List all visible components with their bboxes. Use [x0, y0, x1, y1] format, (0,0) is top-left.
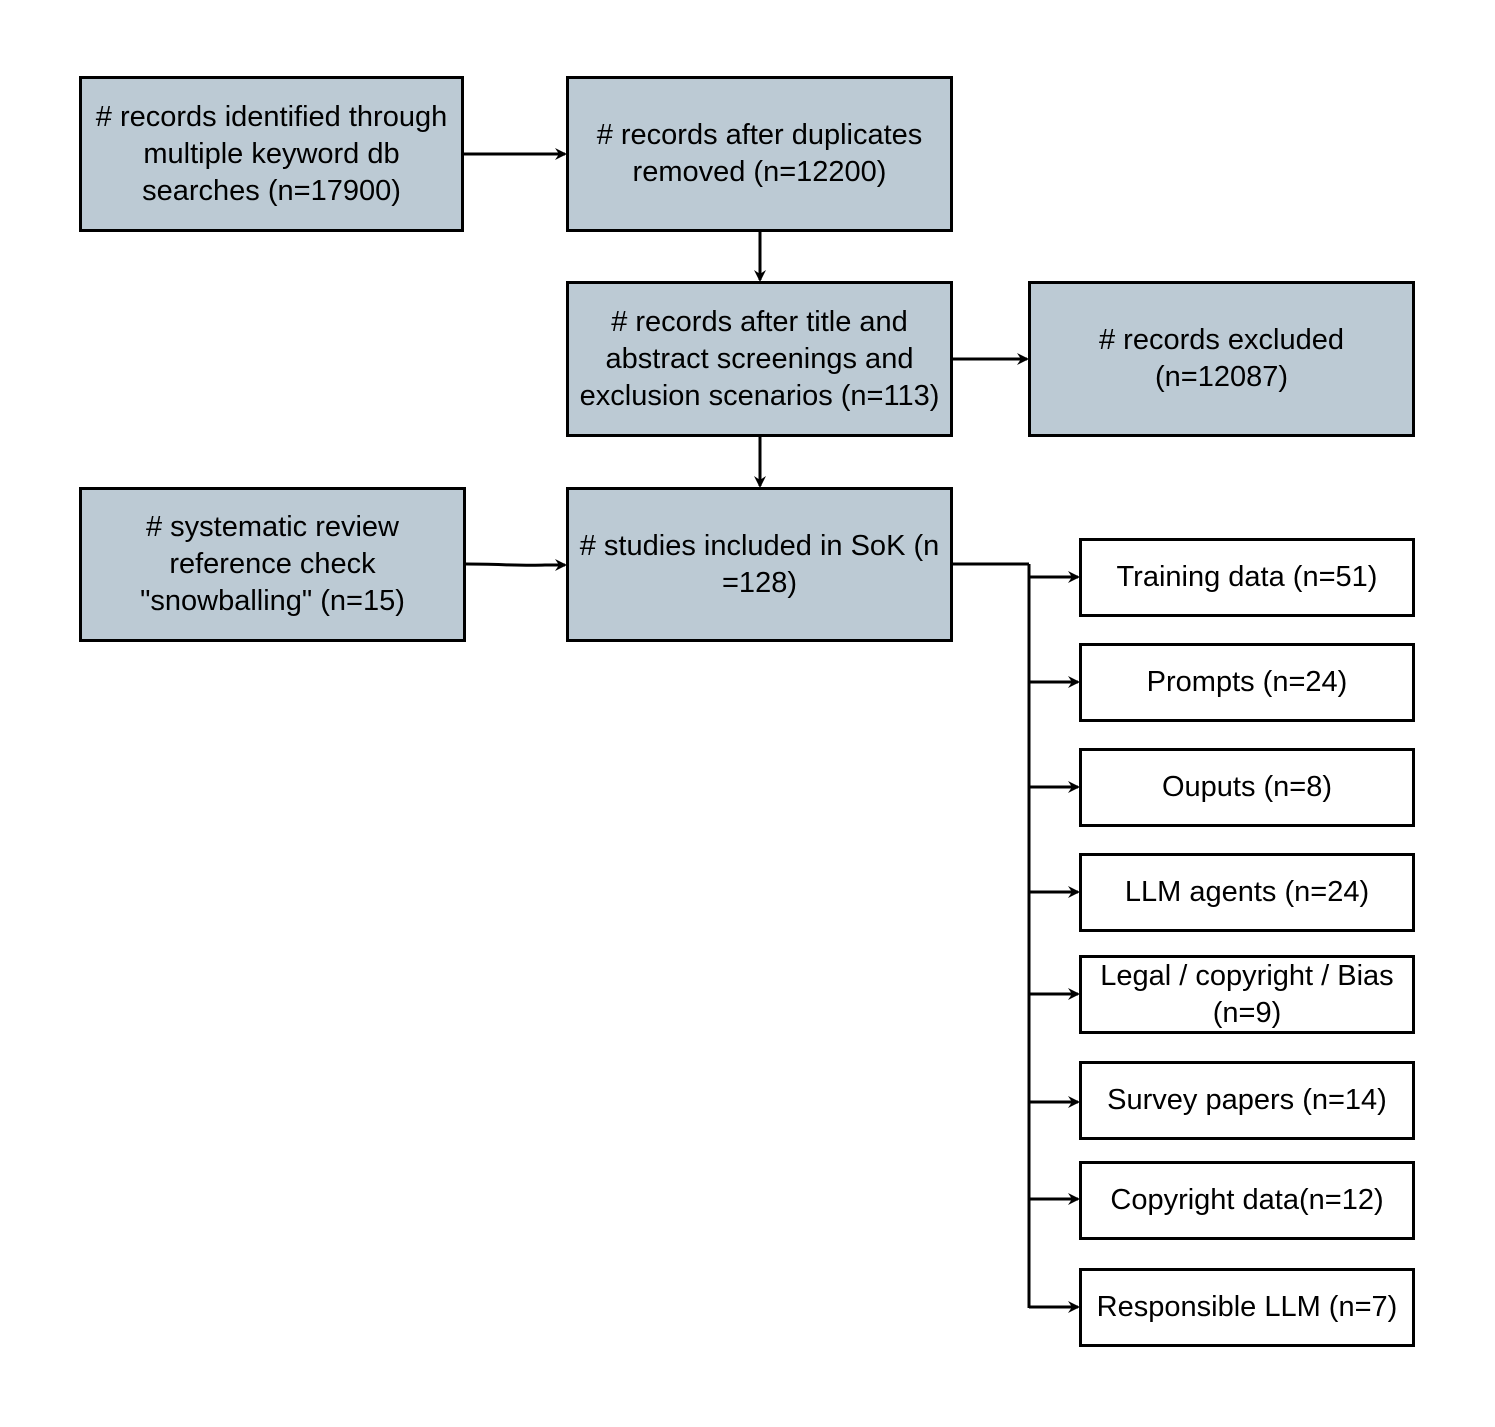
category-box-survey-papers: Survey papers (n=14)	[1079, 1061, 1415, 1140]
studies-included-label: # studies included in SoK (n =128)	[579, 529, 940, 599]
records-excluded-box: # records excluded (n=12087)	[1028, 281, 1415, 437]
records-screened-box: # records after title and abstract scree…	[566, 281, 953, 437]
category-box-outputs: Ouputs (n=8)	[1079, 748, 1415, 827]
category-label: Training data (n=51)	[1116, 561, 1378, 593]
records-excluded-label: # records excluded (n=12087)	[1098, 324, 1345, 393]
category-box-llm-agents: LLM agents (n=24)	[1079, 853, 1415, 932]
category-label: LLM agents (n=24)	[1124, 876, 1370, 908]
studies-included-box: # studies included in SoK (n =128)	[566, 487, 953, 642]
category-box-prompts: Prompts (n=24)	[1079, 643, 1415, 722]
records-identified-box: # records identified through multiple ke…	[79, 76, 464, 232]
snowballing-label: # systematic review reference check "sno…	[140, 511, 405, 617]
category-box-training-data: Training data (n=51)	[1079, 538, 1415, 617]
duplicates-removed-label: # records after duplicates removed (n=12…	[596, 119, 923, 188]
arrow-snowball-to-included	[465, 559, 567, 571]
category-box-responsible-llm: Responsible LLM (n=7)	[1079, 1268, 1415, 1347]
category-box-copyright-data: Copyright data(n=12)	[1079, 1161, 1415, 1240]
records-identified-label: # records identified through multiple ke…	[95, 100, 448, 207]
records-screened-label: # records after title and abstract scree…	[579, 305, 940, 412]
category-label: Responsible LLM (n=7)	[1096, 1291, 1398, 1323]
category-label: Ouputs (n=8)	[1161, 771, 1333, 803]
category-box-legal-copyright-bias: Legal / copyright / Bias (n=9)	[1079, 955, 1415, 1034]
category-label: Copyright data(n=12)	[1110, 1184, 1384, 1216]
category-label: Legal / copyright / Bias (n=9)	[1100, 959, 1394, 1029]
duplicates-removed-box: # records after duplicates removed (n=12…	[566, 76, 953, 232]
snowballing-box: # systematic review reference check "sno…	[79, 487, 466, 642]
category-label: Prompts (n=24)	[1146, 666, 1348, 698]
category-label: Survey papers (n=14)	[1107, 1084, 1387, 1116]
